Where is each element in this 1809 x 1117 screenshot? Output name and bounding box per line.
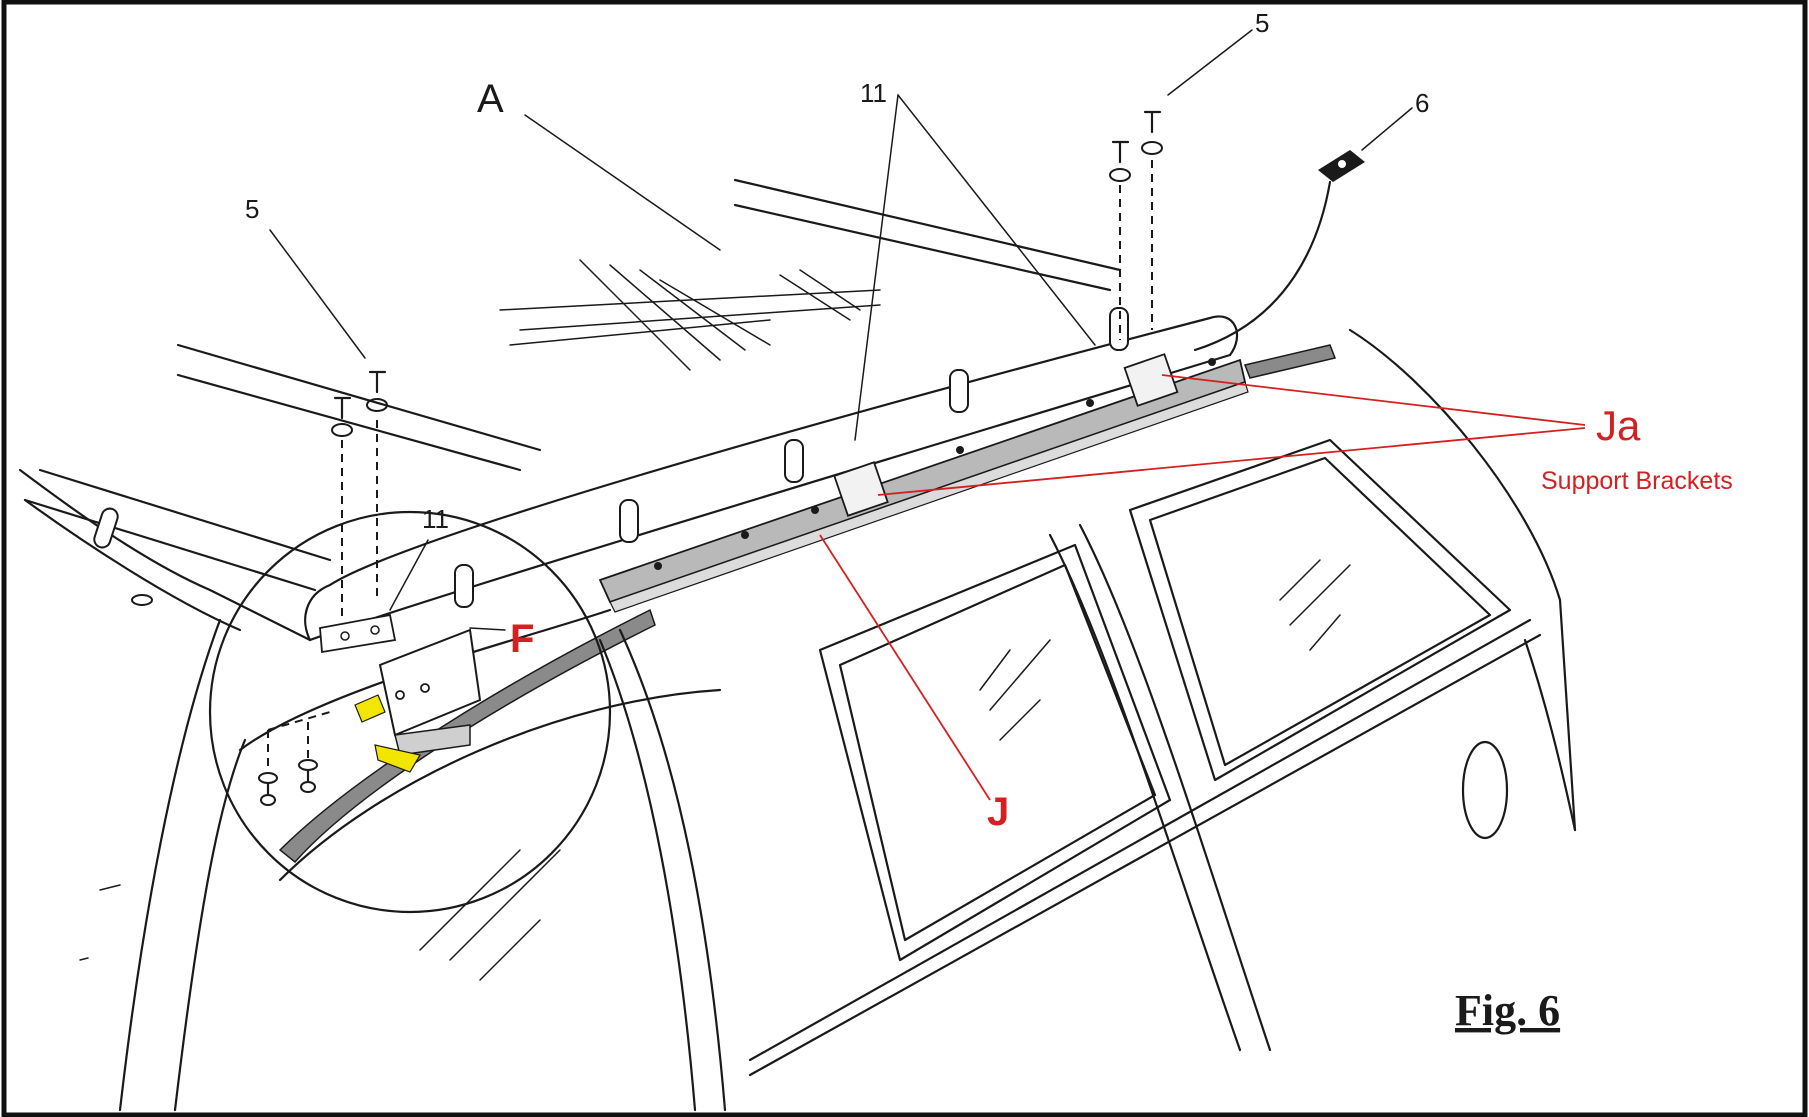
- label-spacer-left: 11: [422, 504, 449, 534]
- vehicle-body: [79, 328, 1577, 1112]
- label-bolts-front: 5: [245, 194, 259, 224]
- figure-caption: Fig. 6: [1455, 986, 1560, 1035]
- label-ja: Ja: [1596, 402, 1641, 449]
- bracket-f-detail: [208, 510, 612, 914]
- label-spacers-top: 11: [860, 78, 887, 108]
- part-6-tab: [1193, 150, 1365, 352]
- mounting-rail-j: [598, 353, 1249, 613]
- label-rail-j: J: [987, 790, 1009, 834]
- label-roof-rack-a: A: [477, 77, 504, 121]
- label-part-6: 6: [1415, 88, 1429, 118]
- label-bolts-rear: 5: [1255, 8, 1269, 38]
- roof-rack-frame: [18, 178, 1239, 642]
- bolt-set-rear: [1109, 110, 1163, 340]
- bolt-set-front: [331, 370, 388, 622]
- support-bracket-front: [833, 461, 889, 517]
- arrow-icon: [374, 744, 421, 773]
- arrow-icon: [354, 694, 386, 723]
- support-bracket-rear: [1123, 353, 1179, 407]
- label-bracket-f: F: [510, 617, 534, 661]
- label-support-brackets: Support Brackets: [1541, 467, 1733, 495]
- drip-strip-front: [278, 608, 656, 864]
- leader-lines: [269, 29, 1586, 801]
